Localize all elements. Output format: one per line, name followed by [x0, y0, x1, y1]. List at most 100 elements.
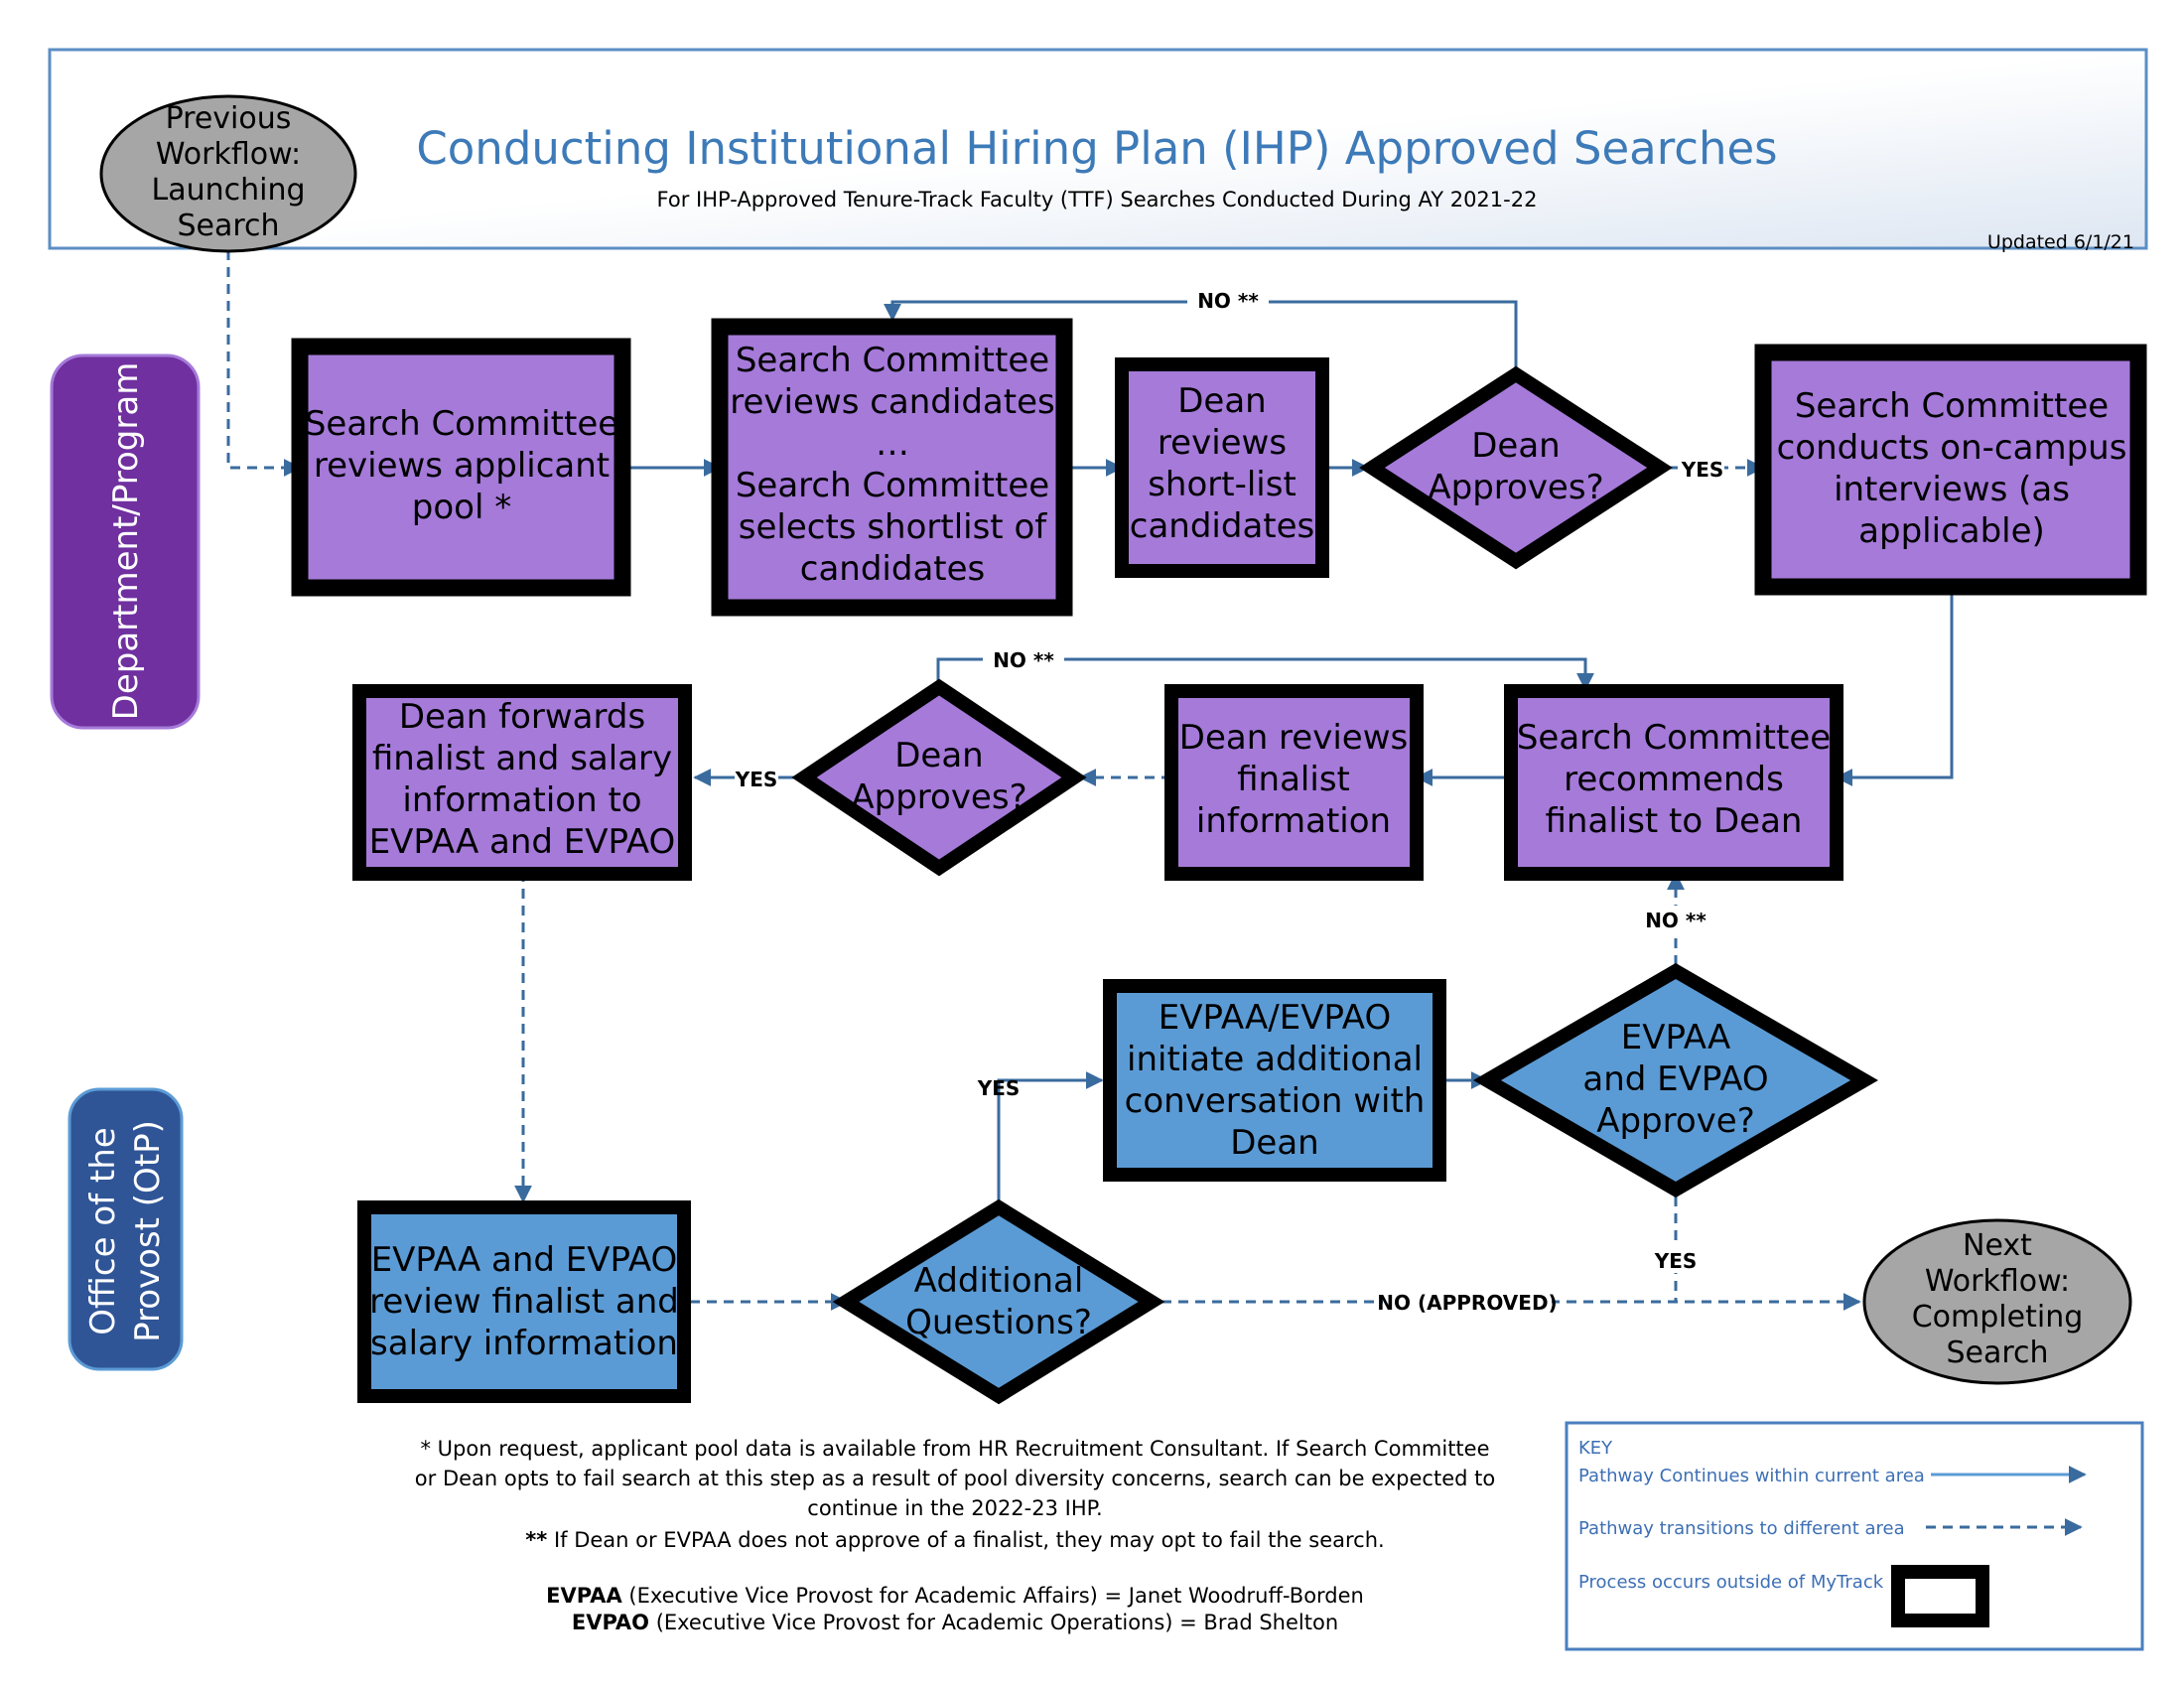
dean-approves-1-line1: Dean [1471, 426, 1560, 466]
edge-labels: NO ** YES NO ** YES YES NO ** YES NO (AP… [735, 286, 1724, 1317]
dean-approves-2-line2: Approves? [851, 777, 1026, 817]
key-title: KEY [1578, 1438, 1613, 1459]
recommend-line3: finalist to Dean [1546, 801, 1803, 841]
evpaa-definition: EVPAA (Executive Vice Provost for Academ… [546, 1584, 1364, 1608]
previous-workflow-oval: Previous Workflow: Launching Search [99, 94, 357, 253]
diamond-additional-questions: Additional Questions? [832, 1198, 1165, 1405]
review-candidates-line4: Search Committee [736, 466, 1049, 505]
review-pool-line1: Search Committee [305, 404, 618, 444]
additional-questions-line2: Questions? [905, 1303, 1092, 1342]
lane-department-label: Department/Program [106, 362, 146, 721]
evp-review-line2: review finalist and [369, 1282, 679, 1322]
review-candidates-line6: candidates [800, 549, 986, 589]
box-review-applicant-pool: Search Committee reviews applicant pool … [291, 338, 631, 597]
footnote-1-line1: * Upon request, applicant pool data is a… [420, 1437, 1489, 1461]
box-evp-conversation: EVPAA/EVPAO initiate additional conversa… [1103, 979, 1446, 1182]
key-frame [1565, 1421, 2144, 1651]
evp-conversation-line1: EVPAA/EVPAO [1159, 998, 1391, 1038]
interviews-line3: interviews (as [1834, 470, 2070, 509]
lane-provost: Office of the Provost (OtP) [68, 1087, 184, 1371]
lane-provost-label-line2: Provost (OtP) [128, 1120, 168, 1342]
box-evp-review: EVPAA and EVPAO review finalist and sala… [357, 1200, 691, 1403]
review-candidates-line2: reviews candidates [730, 382, 1054, 422]
evp-review-line3: salary information [370, 1324, 678, 1363]
dean-forwards-line1: Dean forwards [399, 697, 645, 737]
evp-approve-line3: Approve? [1596, 1101, 1755, 1141]
footnote-1-line2: or Dean opts to fail search at this step… [415, 1467, 1495, 1490]
review-pool-line3: pool * [412, 488, 511, 527]
dean-shortlist-line3: short-list [1148, 465, 1297, 504]
recommend-line1: Search Committee [1517, 718, 1831, 758]
previous-workflow-line3: Launching [151, 173, 305, 208]
next-workflow-line3: Completing [1912, 1300, 2084, 1335]
lane-provost-tab [68, 1087, 184, 1371]
evpao-def: (Executive Vice Provost for Academic Ope… [649, 1611, 1338, 1634]
footnote-2: ** If Dean or EVPAA does not approve of … [525, 1528, 1384, 1552]
header: Conducting Institutional Hiring Plan (IH… [48, 48, 2148, 253]
box-dean-reviews-finalist: Dean reviews finalist information [1164, 684, 1424, 881]
diamond-dean-approves-shortlist: Dean Approves? [1359, 365, 1673, 570]
previous-workflow-line1: Previous [166, 101, 292, 136]
label-yes-dean-shortlist: YES [1681, 458, 1724, 482]
dean-shortlist-line2: reviews [1158, 423, 1287, 463]
interviews-line2: conducts on-campus [1777, 428, 2127, 468]
evp-approve-line2: and EVPAO [1582, 1059, 1768, 1099]
box-dean-reviews-shortlist: Dean reviews short-list candidates [1115, 357, 1329, 578]
evpaa-abbr: EVPAA [546, 1584, 622, 1608]
additional-questions-line1: Additional [914, 1261, 1084, 1301]
interviews-line4: applicable) [1858, 511, 2045, 551]
label-no-dean-finalist: NO ** [993, 648, 1054, 672]
box-dean-forwards: Dean forwards finalist and salary inform… [352, 684, 692, 881]
evpao-abbr: EVPAO [572, 1611, 649, 1634]
previous-workflow-line4: Search [177, 209, 279, 243]
dean-finalist-line3: information [1196, 801, 1391, 841]
dean-forwards-line2: finalist and salary [372, 739, 672, 778]
review-candidates-line3: … [876, 424, 909, 464]
lane-department-tab [50, 353, 201, 730]
label-yes-dean-finalist: YES [735, 768, 778, 791]
evp-review-line1: EVPAA and EVPAO [371, 1240, 678, 1280]
next-workflow-line4: Search [1946, 1336, 2048, 1370]
box-recommend-finalist: Search Committee recommends finalist to … [1504, 684, 1843, 881]
box-review-candidates: Search Committee reviews candidates … Se… [711, 318, 1073, 617]
box-interviews: Search Committee conducts on-campus inte… [1754, 344, 2147, 596]
dean-finalist-line1: Dean reviews [1179, 718, 1408, 758]
review-candidates-line1: Search Committee [736, 341, 1049, 380]
next-workflow-oval: Next Workflow: Completing Search [1862, 1218, 2132, 1385]
evp-approve-line1: EVPAA [1621, 1018, 1731, 1057]
evp-conversation-line2: initiate additional [1127, 1040, 1423, 1079]
next-workflow-line2: Workflow: [1925, 1264, 2070, 1299]
key-transitions-label: Pathway transitions to different area [1578, 1518, 1905, 1539]
key-outside-swatch [1891, 1565, 1989, 1627]
previous-workflow-line2: Workflow: [156, 137, 301, 172]
evpaa-def: (Executive Vice Provost for Academic Aff… [622, 1584, 1364, 1608]
updated-date: Updated 6/1/21 [1987, 231, 2134, 253]
header-frame [48, 48, 2148, 250]
label-yes-additional-questions: YES [977, 1076, 1021, 1100]
dean-forwards-line4: EVPAA and EVPAO [369, 822, 676, 862]
dean-shortlist-line1: Dean [1177, 381, 1266, 421]
key-outside-label: Process occurs outside of MyTrack [1578, 1572, 1884, 1593]
key-continues-label: Pathway Continues within current area [1578, 1466, 1925, 1486]
review-pool-line2: reviews applicant [314, 446, 610, 486]
label-yes-evp-approve: YES [1654, 1249, 1698, 1273]
key-legend: KEY Pathway Continues within current are… [1565, 1421, 2144, 1651]
review-candidates-line5: selects shortlist of [739, 507, 1047, 547]
footnote-2-marker: ** [525, 1528, 547, 1552]
evpao-definition: EVPAO (Executive Vice Provost for Academ… [572, 1611, 1338, 1634]
dean-finalist-line2: finalist [1237, 760, 1350, 799]
next-workflow-line1: Next [1963, 1228, 2032, 1263]
dean-shortlist-line4: candidates [1130, 506, 1315, 546]
footnotes: * Upon request, applicant pool data is a… [415, 1437, 1495, 1634]
evp-conversation-line3: conversation with [1125, 1081, 1426, 1121]
page-subtitle: For IHP-Approved Tenure-Track Faculty (T… [657, 188, 1538, 211]
label-no-evp-approve: NO ** [1645, 909, 1706, 932]
diamond-dean-approves-finalist: Dean Approves? [791, 678, 1087, 877]
label-no-dean-shortlist: NO ** [1197, 289, 1259, 313]
evp-conversation-line4: Dean [1230, 1123, 1318, 1163]
diamond-evp-approve: EVPAA and EVPAO Approve? [1473, 962, 1878, 1198]
label-no-approved: NO (APPROVED) [1377, 1291, 1557, 1315]
recommend-line2: recommends [1564, 760, 1784, 799]
footnote-2-text: If Dean or EVPAA does not approve of a f… [547, 1528, 1384, 1552]
lane-department: Department/Program [50, 353, 201, 730]
